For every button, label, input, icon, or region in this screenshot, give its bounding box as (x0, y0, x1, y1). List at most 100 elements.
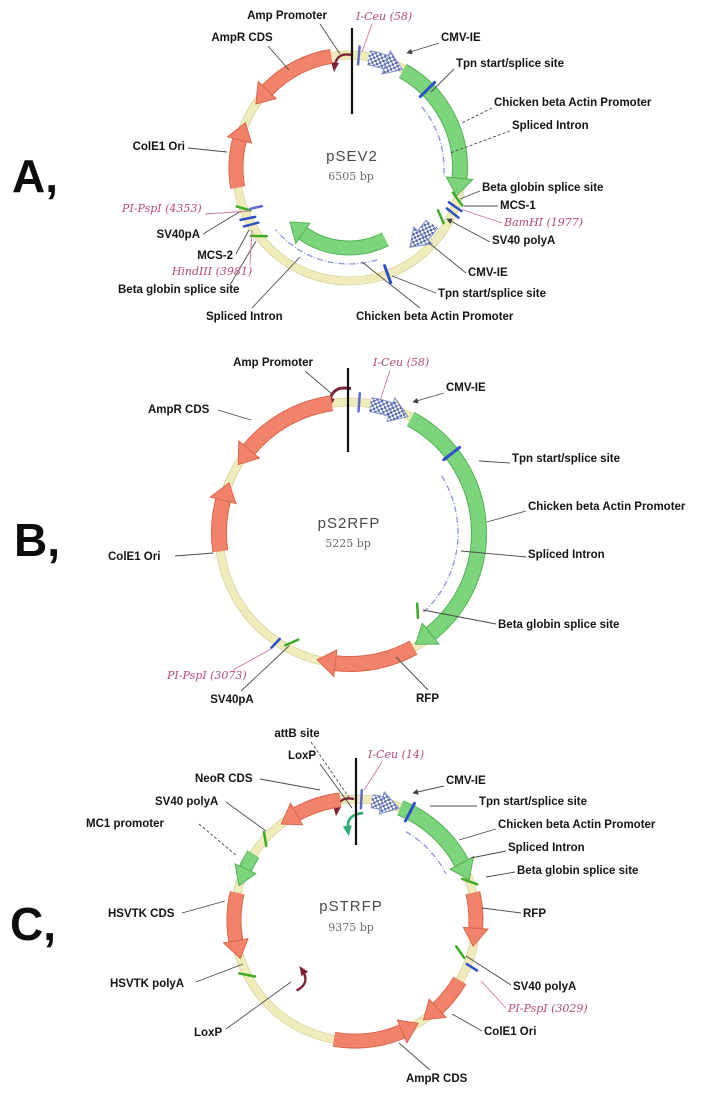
i-ceu-site-tick (357, 392, 362, 413)
label-spliced-intron: Spliced Intron (508, 842, 585, 854)
rfp-arrow-body (334, 641, 417, 671)
label-spliced-intron-2: Spliced Intron (206, 311, 283, 323)
leader-cbap-1 (461, 107, 493, 124)
beta-actin-cassette-2-arrowhead (289, 221, 311, 245)
leader-bamhi (459, 208, 503, 224)
label-neor-cds: NeoR CDS (195, 773, 253, 785)
hsvtk-cds-arrowhead (222, 938, 249, 960)
leader-bg-splice (422, 609, 497, 625)
label-i-ceu: I-Ceu (14) (367, 748, 424, 761)
label-tpn: Tpn start/splice site (479, 796, 587, 808)
leader-bg-splice-1 (459, 190, 481, 200)
label-attb: attB site (274, 728, 319, 740)
label-hsvtk-polya: HSVTK polyA (110, 978, 184, 990)
leader-mc1 (198, 823, 238, 857)
label-cmv-ie-1: CMV-IE (441, 32, 481, 44)
green-hook-arrow (342, 811, 364, 837)
tpn-site-tick (403, 801, 416, 823)
label-loxp-1: LoxP (288, 750, 316, 762)
leader-mcs-2 (235, 229, 250, 255)
label-amp-promoter: Amp Promoter (247, 10, 327, 22)
mc1-promoter-arrowhead (234, 862, 257, 887)
label-sv40-polya-1: SV40 polyA (492, 235, 555, 247)
intron-arc-thin-arc (405, 831, 447, 874)
beta-actin-cassette-arrow-body (407, 412, 486, 640)
plasmid-a-size: 6505 bp (328, 170, 374, 183)
label-amp-promoter: Amp Promoter (233, 357, 313, 369)
rfp-arrow-body (466, 891, 483, 929)
label-ampr-cds: AmpR CDS (406, 1073, 468, 1085)
leader-cole1-ori (187, 147, 228, 153)
leader-hsvtk-polya (195, 963, 244, 983)
ampr-cds-arrow-body (332, 1025, 405, 1048)
i-ceu-site-tick (359, 788, 364, 810)
label-cole1-ori: ColE1 Ori (484, 1026, 536, 1038)
label-cole1-ori: ColE1 Ori (108, 551, 160, 563)
leader-cbap-2 (361, 261, 421, 309)
pi-pspi-site-tick (248, 204, 264, 211)
mcs1-a-tick (447, 201, 463, 213)
plasmid-b-name: pS2RFP (318, 515, 381, 532)
label-cmv-ie: CMV-IE (446, 775, 486, 787)
leader-spliced-intron-1 (449, 130, 511, 154)
label-bg-splice: Beta globin splice site (517, 865, 638, 877)
panel-c-letter: C, (10, 898, 56, 950)
leader-cbap (458, 828, 497, 841)
label-hsvtk-cds: HSVTK CDS (108, 908, 175, 920)
intron-arc-thin-arc (421, 475, 459, 614)
label-mcs-1: MCS-1 (500, 200, 536, 212)
leader-bg-splice-2 (229, 240, 257, 286)
label-tpn-1: Tpn start/splice site (456, 58, 564, 70)
leader-sv40-polya-1 (446, 218, 491, 243)
neor-cds-arrow-body (293, 793, 342, 820)
sv40pa-site-tick (284, 638, 300, 647)
label-hindiii: HindIII (3981) (171, 265, 252, 278)
leader-spliced-intron-2 (251, 256, 301, 309)
panel-a-letter: A, (12, 150, 58, 202)
label-loxp-2: LoxP (194, 1027, 222, 1039)
leader-neor-cds (259, 778, 321, 791)
label-cmv-ie: CMV-IE (446, 382, 486, 394)
label-ampr-cds: AmpR CDS (211, 32, 273, 44)
mc1-promoter-arrow-body (239, 850, 259, 872)
label-bamhi: BamHI (1977) (503, 216, 583, 229)
pi-pspi-site-tick (465, 962, 479, 972)
bg-splice-site-1-tick (451, 191, 464, 207)
amp-promoter-arrow-head (331, 62, 339, 72)
label-spliced-intron-1: Spliced Intron (512, 120, 589, 132)
leader-spliced-intron (470, 850, 507, 859)
loxp-arrow (295, 966, 309, 992)
label-mc1: MC1 promoter (86, 818, 164, 830)
loxp-arrow-head (299, 966, 309, 977)
leader-amp-promoter (304, 370, 333, 395)
ampr-cds-arrowhead (396, 1019, 420, 1044)
leader-sv40pa-2 (202, 210, 242, 235)
hsvtk-cds-arrow-body (227, 891, 244, 942)
mcs1-b-tick (445, 207, 460, 219)
bg-splice-site-tick (460, 877, 479, 886)
amp-promoter-arrow (331, 53, 353, 72)
leader-sv40-polya-left (225, 801, 267, 832)
green-hook-arrow-head (342, 825, 352, 837)
beta-actin-cassette-arrowhead (414, 622, 440, 645)
leader-sv40pa (240, 645, 290, 692)
label-cbap-1: Chicken beta Actin Promoter (494, 97, 652, 109)
label-tpn: Tpn start/splice site (512, 453, 620, 465)
leader-cmv-ie-2 (428, 242, 467, 274)
label-i-ceu: I-Ceu (58) (372, 356, 429, 369)
label-tpn-2: Tpn start/splice site (438, 288, 546, 300)
loxp-arrow-curve (295, 971, 307, 992)
cmv-ie-1-arrowhead (381, 49, 404, 75)
cole1-ori-arrowhead (226, 122, 253, 144)
intron-arc-2-thin-arc (275, 229, 378, 265)
label-bg-splice-2: Beta globin splice site (118, 284, 239, 296)
sv40-polya-left-site-tick (262, 830, 268, 848)
leader-tpn-2 (391, 275, 437, 294)
panel-captions: A, B, C, pSEV2 6505 bp pS2RFP 5225 bp pS… (10, 148, 382, 950)
cmv-ie-arrowhead (378, 790, 400, 815)
leader-cole1-ori (174, 552, 214, 557)
label-cole1-ori: ColE1 Ori (133, 141, 185, 153)
leader-sv40-polya-right (465, 955, 512, 986)
